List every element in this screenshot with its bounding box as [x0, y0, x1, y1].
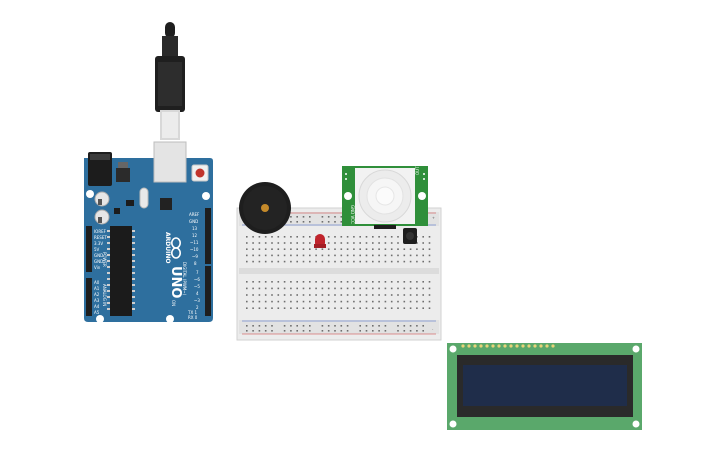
pin-label: ~10: [190, 247, 199, 252]
pin-label: 4: [196, 291, 199, 296]
usb-port: [153, 141, 187, 183]
digital-header-top: [205, 208, 211, 264]
pin-label: A1: [94, 286, 100, 291]
pin-label: IOREF: [94, 229, 107, 234]
arduino-board-icon[interactable]: ARDUINO UNO ON AREF GND 13 12 ~11 ~10 ~9…: [84, 141, 213, 323]
red-led-icon[interactable]: [314, 234, 326, 248]
pin-label: TX 1: [187, 310, 197, 315]
digital-section-label: DIGITAL (PWM~): [182, 262, 187, 296]
pin-label: A0: [94, 280, 100, 285]
analog-section-label: ANALOG IN: [102, 284, 107, 306]
pin-label: AREF: [189, 212, 200, 217]
pin-label: ~5: [194, 284, 200, 289]
lcd-16x2-icon[interactable]: [447, 343, 642, 430]
power-pin-labels: IOREF RESET 3.3V 5V GND GND Vin POWER A0…: [94, 229, 107, 315]
on-label: ON: [171, 300, 176, 306]
pin-label: ~11: [190, 240, 199, 245]
digital-header-bottom: [205, 266, 211, 316]
rail-minus-label: -: [432, 327, 434, 331]
pin-label: 12: [192, 233, 198, 238]
pin-label: 2: [196, 305, 199, 310]
pin-label: RX 0: [188, 315, 198, 320]
pir-left-label: GND VCC: [350, 205, 355, 224]
power-section-label: POWER: [102, 252, 107, 267]
breadboard-icon[interactable]: + -: [236, 207, 442, 341]
pin-label: 8: [194, 261, 197, 266]
pin-label: A4: [94, 304, 100, 309]
pin-label: 7: [196, 270, 199, 275]
lcd-screen: [463, 365, 627, 406]
piezo-buzzer-icon[interactable]: [239, 182, 291, 234]
pir-right-label: OUT GND: [415, 156, 420, 175]
pin-label: 3.3V: [94, 241, 103, 246]
pir-sensor-icon[interactable]: GND VCC OUT GND: [342, 156, 428, 229]
digital-pin-labels: AREF GND 13 12 ~11 ~10 ~9 8 7 ~6 ~5 4 ~3…: [182, 212, 200, 320]
pin-label: ~9: [192, 254, 198, 259]
pin-label: A5: [94, 310, 100, 315]
arduino-model-text: UNO: [168, 266, 183, 299]
pin-label: A3: [94, 298, 100, 303]
pin-label: A2: [94, 292, 100, 297]
power-header: [86, 226, 92, 272]
pin-label: Vin: [94, 265, 101, 270]
pin-label: GND: [94, 253, 103, 258]
analog-header: [86, 278, 92, 316]
pin-label: 5V: [94, 247, 100, 252]
lcd-header-pins: [461, 344, 555, 348]
pin-label: GND: [94, 259, 103, 264]
pin-label: ~6: [194, 277, 200, 282]
pin-label: GND: [189, 219, 198, 224]
power-jack: [88, 152, 112, 186]
pin-label: RESET: [94, 235, 107, 240]
atmega-chip: [110, 226, 132, 316]
usb-cable-icon[interactable]: [155, 22, 185, 140]
rail-plus-label: +: [432, 216, 435, 220]
arduino-brand-text: ARDUINO: [164, 232, 171, 263]
pin-label: 13: [192, 226, 198, 231]
pin-label: ~3: [194, 298, 200, 303]
photoresistor-icon[interactable]: [403, 228, 417, 244]
